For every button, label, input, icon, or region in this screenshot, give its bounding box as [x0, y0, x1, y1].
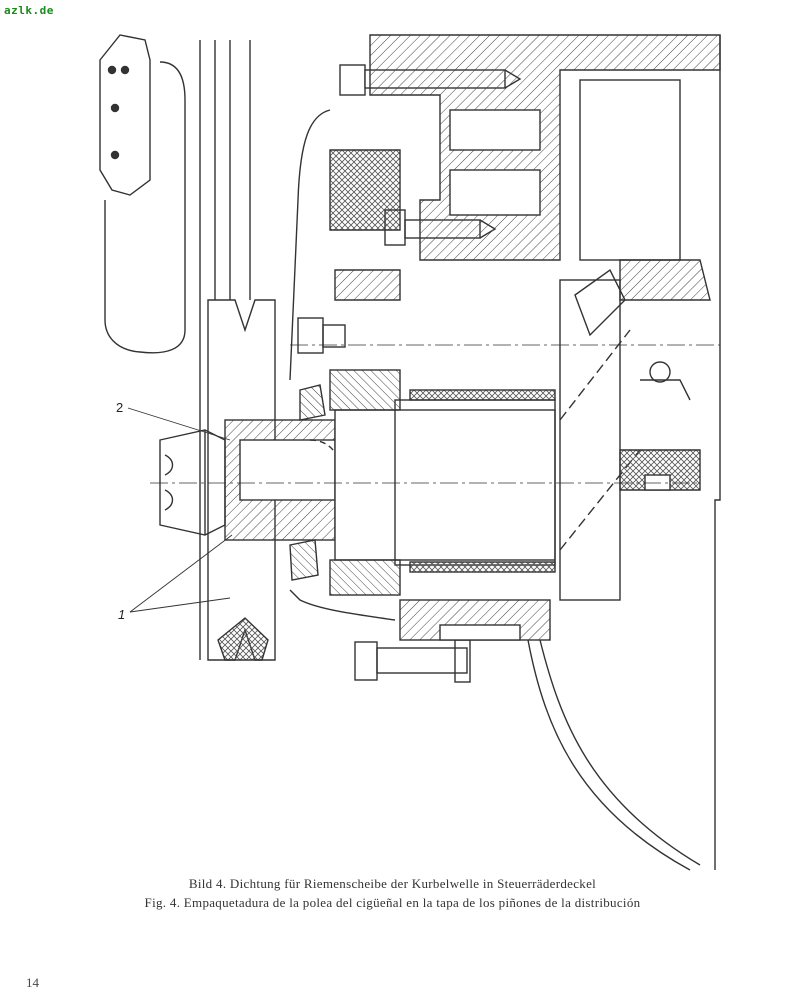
oil-pan [539, 639, 701, 866]
callout-label-2: 2 [116, 400, 123, 415]
page-number: 14 [26, 975, 39, 990]
seal-upper [329, 149, 401, 231]
lower-bolt-head [354, 641, 378, 681]
figure-caption-spanish: Fig. 4. Empaquetadura de la polea del ci… [144, 895, 641, 910]
callout-label-1: 1 [118, 607, 125, 622]
figure-caption-german: Bild 4. Dichtung für Riemenscheibe der K… [188, 876, 597, 891]
fan-bracket [99, 34, 151, 196]
fan-blade [104, 61, 186, 354]
timing-cover [289, 109, 396, 621]
site-watermark: azlk.de [4, 4, 54, 17]
upper-bolt-head [339, 64, 366, 96]
crankshaft [334, 409, 556, 561]
block-outline-right [714, 35, 721, 870]
crank-nut [159, 429, 226, 536]
technical-drawing: 2 1 [99, 34, 721, 871]
